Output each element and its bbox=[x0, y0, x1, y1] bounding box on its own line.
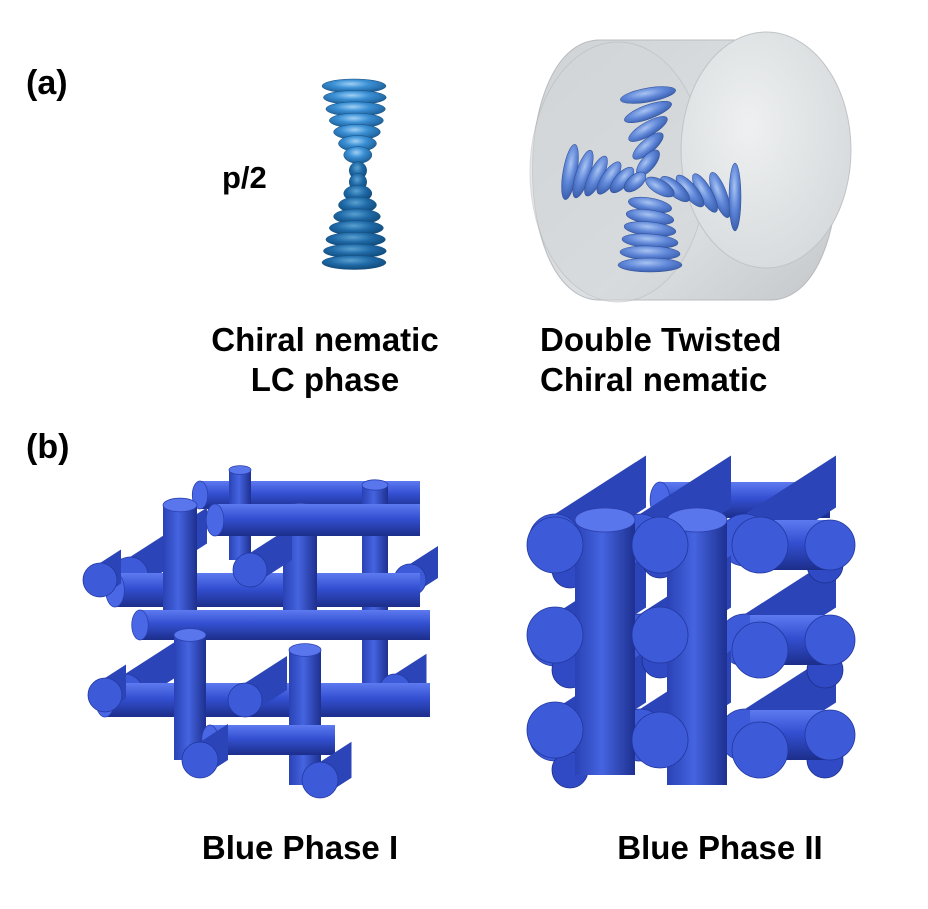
caption-double-twisted-line2: Chiral nematic bbox=[540, 361, 768, 398]
lc-molecule bbox=[728, 162, 742, 232]
panel-a-label: (a) bbox=[26, 64, 68, 102]
lc-molecule bbox=[620, 86, 676, 104]
caption-blue-phase-i: Blue Phase I bbox=[201, 829, 399, 866]
lc-molecule bbox=[623, 171, 647, 193]
cylinder-end bbox=[131, 609, 149, 641]
caption-double-twisted: Double Twisted Chiral nematic bbox=[540, 320, 850, 400]
caption-blue-phase-ii: Blue Phase II bbox=[617, 829, 823, 866]
caption-chiral-nematic: Chiral nematic LC phase bbox=[180, 320, 470, 400]
caption-double-twisted-line1: Double Twisted bbox=[540, 321, 782, 358]
cylinder-end bbox=[205, 503, 225, 537]
lc-molecule bbox=[617, 257, 683, 273]
caption-chiral-nematic-line2: LC phase bbox=[250, 361, 400, 398]
lc-molecule bbox=[624, 100, 672, 124]
pitch-label: p/2 bbox=[222, 160, 267, 195]
lc-molecule bbox=[321, 255, 387, 270]
panel-b-label: (b) bbox=[26, 428, 70, 466]
cylinder-end bbox=[191, 480, 209, 510]
lc-molecule bbox=[645, 176, 675, 198]
caption-chiral-nematic-line1: Chiral nematic bbox=[211, 321, 439, 358]
